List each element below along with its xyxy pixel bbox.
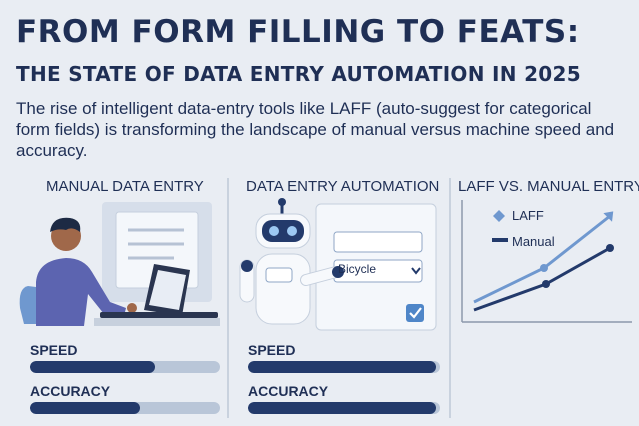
divider-right xyxy=(449,178,451,418)
manual-speed-fill xyxy=(30,361,156,373)
legend-manual-label: Manual xyxy=(512,234,555,249)
automation-panel-title: DATA ENTRY AUTOMATION xyxy=(246,178,440,195)
automation-accuracy-fill xyxy=(248,402,437,414)
legend-laff-label: LAFF xyxy=(512,208,544,223)
manual-point xyxy=(542,280,550,288)
manual-accuracy-fill xyxy=(30,402,141,414)
page-title: FROM FORM FILLING TO FEATS: xyxy=(16,14,580,50)
automation-speed-label: SPEED xyxy=(248,342,296,358)
laff-point xyxy=(540,264,548,272)
comparison-panel-title: LAFF VS. MANUAL ENTRY xyxy=(458,178,639,195)
manual-panel-title: MANUAL DATA ENTRY xyxy=(46,178,204,195)
automation-accuracy-bar xyxy=(248,402,440,414)
checkbox-icon xyxy=(406,304,424,322)
manual-accuracy-label: ACCURACY xyxy=(30,383,111,399)
automation-accuracy-label: ACCURACY xyxy=(248,383,329,399)
manual-speed-bar xyxy=(30,361,220,373)
divider-left xyxy=(227,178,229,418)
manual-series-line xyxy=(473,246,611,312)
automation-illustration xyxy=(239,198,437,331)
manual-point xyxy=(606,244,614,252)
dropdown-select[interactable]: Bicycle xyxy=(338,262,377,276)
laff-legend-marker xyxy=(493,210,505,222)
automation-speed-bar xyxy=(248,361,440,373)
automation-speed-fill xyxy=(248,361,437,373)
manual-speed-label: SPEED xyxy=(30,342,78,358)
comparison-line-chart xyxy=(461,200,632,323)
manual-entry-illustration xyxy=(19,202,220,326)
page-subtitle: THE STATE OF DATA ENTRY AUTOMATION IN 20… xyxy=(16,62,581,86)
manual-legend-marker xyxy=(492,238,508,242)
manual-accuracy-bar xyxy=(30,402,220,414)
intro-paragraph: The rise of intelligent data-entry tools… xyxy=(16,99,615,160)
person-icon xyxy=(36,258,126,326)
